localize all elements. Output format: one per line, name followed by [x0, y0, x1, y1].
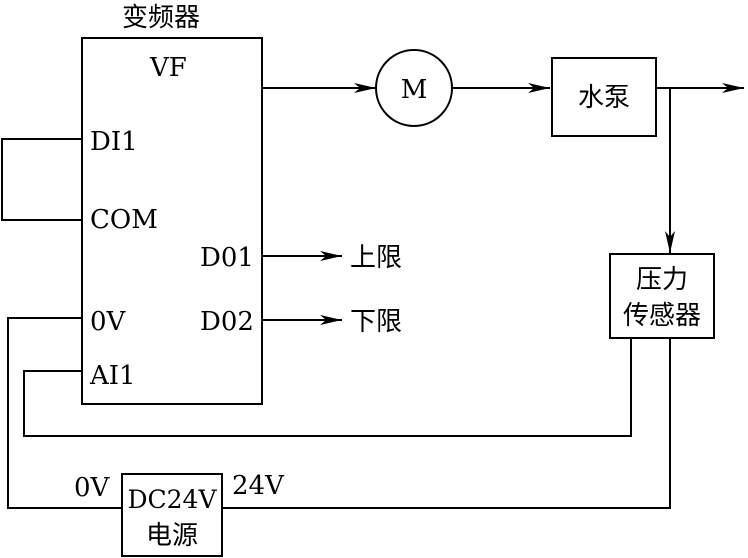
di1-com-jumper-wire [1, 138, 82, 221]
vfd-box [81, 37, 263, 405]
vfd-model-label: VF [149, 53, 187, 83]
supply-24v-wire [222, 338, 671, 509]
power-supply-label-line1: DC24V [127, 485, 217, 514]
vfd-title: 变频器 [122, 3, 200, 33]
power-0v-terminal-label: 0V [74, 473, 111, 503]
lower-limit-label: 下限 [350, 307, 402, 337]
power-supply-label-line2: 电源 [146, 521, 198, 551]
pressure-sensor-box [609, 253, 715, 339]
terminal-0v: 0V [90, 307, 127, 337]
pump-box [551, 57, 657, 137]
pump-label: 水泵 [578, 83, 630, 113]
upper-limit-label: 上限 [350, 243, 402, 273]
power-supply-box [121, 473, 223, 557]
sensor-label-line2: 传感器 [623, 301, 701, 331]
terminal-di1: DI1 [90, 127, 138, 157]
ai1-signal-wire [23, 338, 632, 437]
terminal-do1: D01 [200, 243, 254, 273]
power-24v-terminal-label: 24V [232, 471, 285, 501]
terminal-do2: D02 [200, 307, 254, 337]
terminal-com: COM [90, 205, 158, 235]
sensor-label-line1: 压力 [636, 265, 688, 295]
ground-0v-wire [7, 317, 122, 509]
motor-label: M [401, 75, 428, 105]
terminal-ai1: AI1 [89, 361, 136, 391]
